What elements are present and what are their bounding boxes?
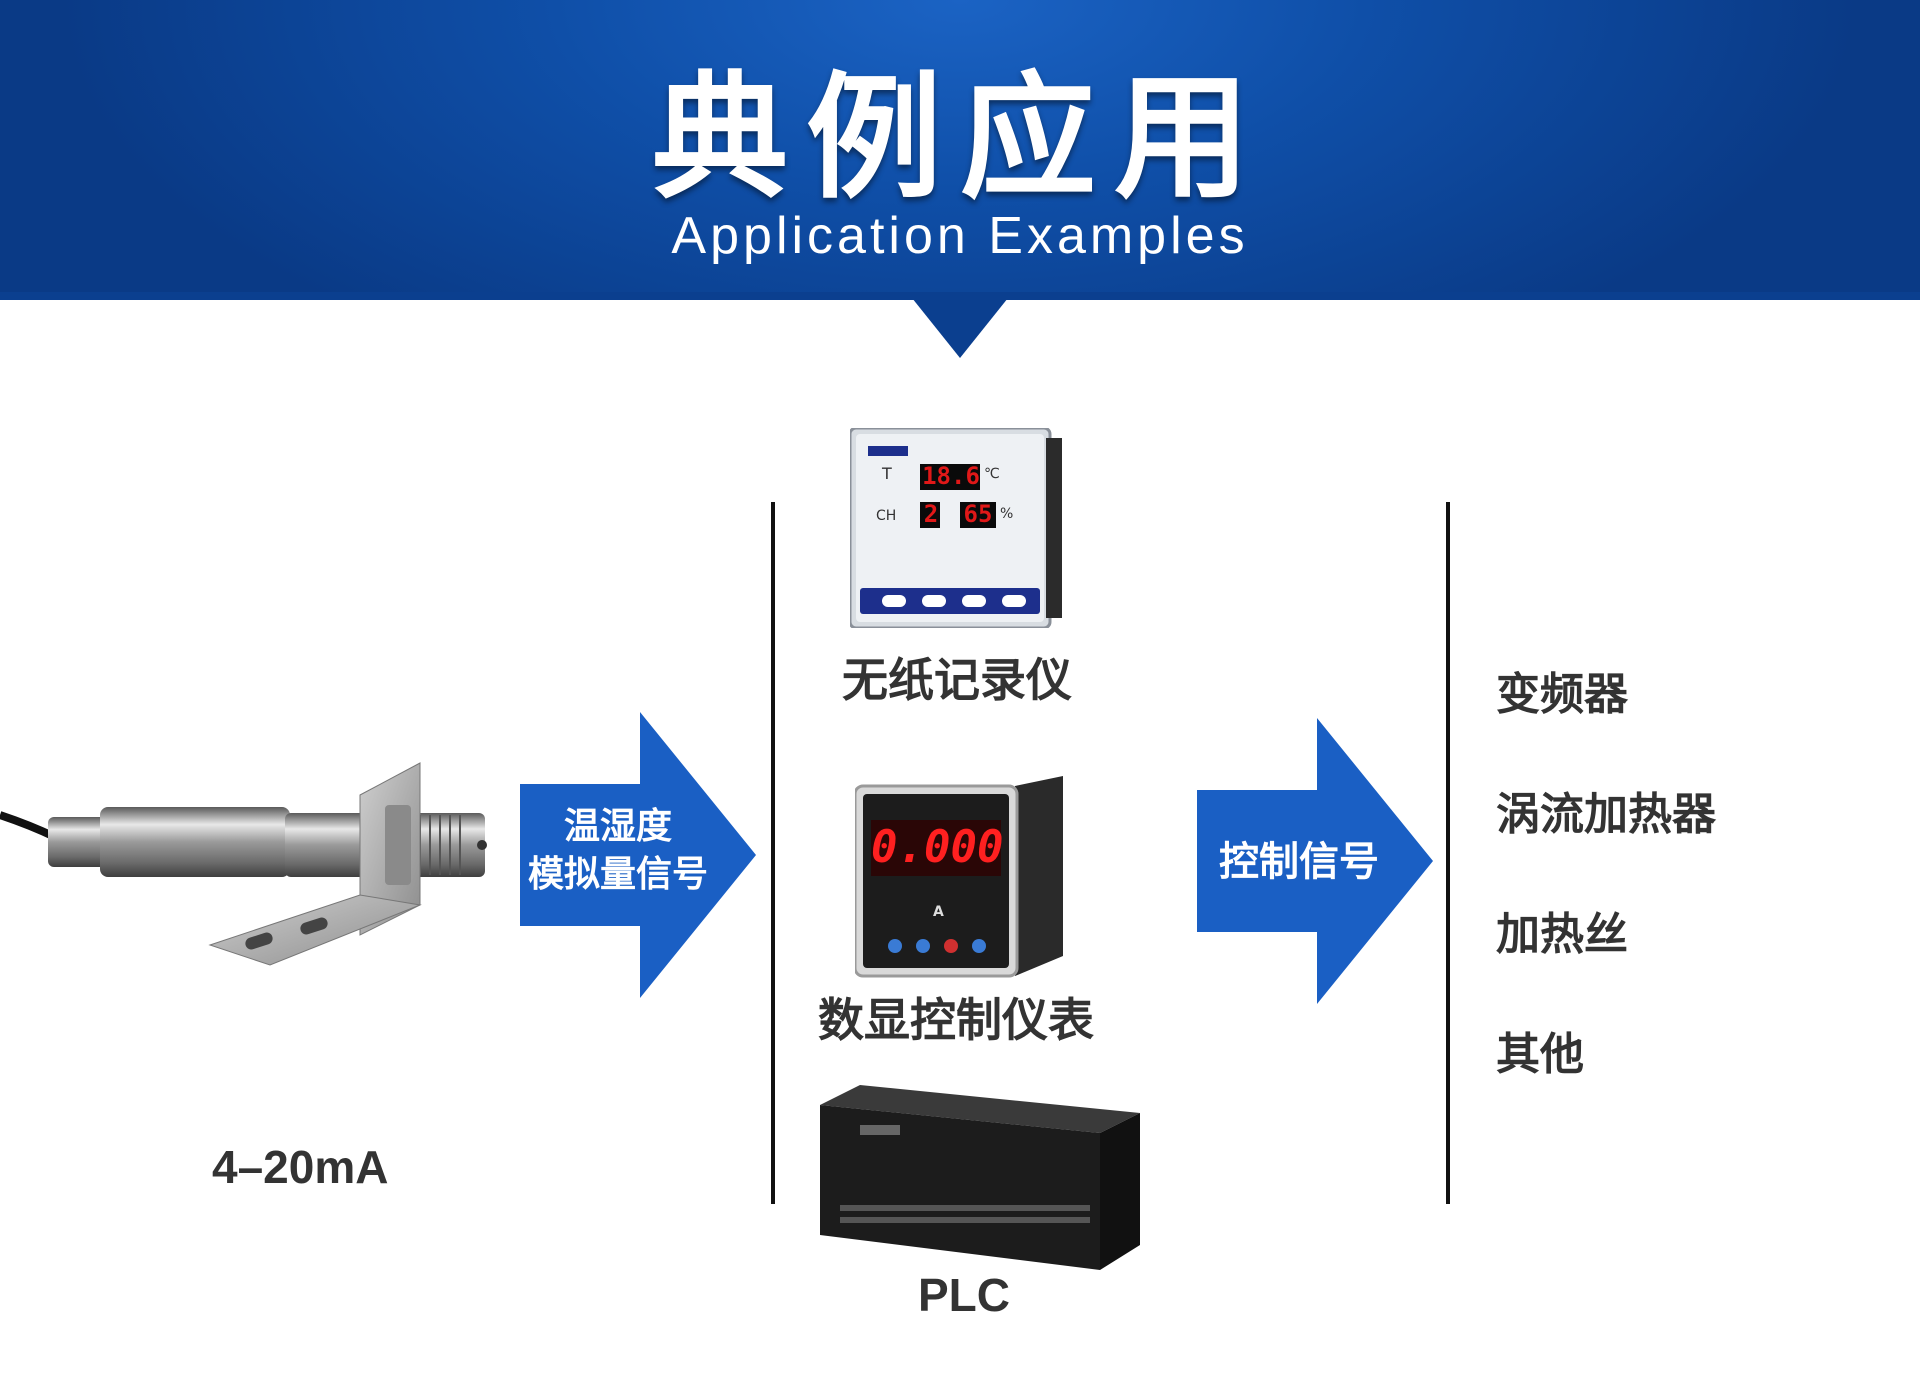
recorder-button-3 [962,595,986,607]
recorder-button-bar [860,588,1040,614]
plc-label: PLC [918,1269,1010,1321]
output-item-heating-wire: 加热丝 [1496,909,1628,960]
input-signal-arrow-shape [520,712,756,998]
recorder-button-1 [882,595,906,607]
control-signal-arrow-shape [1197,718,1433,1004]
recorder-row2-tag: CH [876,508,897,524]
digital-control-meter-image: 0.000 A [853,776,1070,981]
divider-left [771,502,775,1204]
output-item-inverter: 变频器 [1496,669,1628,720]
input-signal-arrow: 温湿度 模拟量信号 [520,712,756,998]
recorder-row2-unit: % [1000,506,1014,522]
page-subtitle: Application Examples [671,207,1249,265]
input-signal-label-line2: 模拟量信号 [527,854,708,895]
recorder-row1-unit: ℃ [984,466,1000,482]
recorder-row1-value: 18.6 [922,462,980,490]
meter-led-display: 0.000 [871,822,1004,873]
banner-pointer [912,298,1008,358]
recorder-row2b-value: 65 [963,500,993,528]
output-item-other: 其他 [1496,1029,1584,1080]
meter-unit: A [933,904,944,920]
plc-image [800,1085,1140,1270]
output-item-eddy-heater: 涡流加热器 [1496,789,1716,840]
control-signal-label: 控制信号 [1219,839,1379,885]
recorder-button-4 [1002,595,1026,607]
digital-meter-label: 数显控制仪表 [818,993,1094,1047]
sensor-output-label: 4–20mA [212,1141,389,1193]
recorder-button-2 [922,595,946,607]
paperless-recorder-image: T 18.6 ℃ CH 2 65 % [848,426,1065,630]
recorder-row2a-value: 2 [923,500,939,528]
header-banner: 典例应用 Application Examples [0,0,1920,300]
temperature-humidity-sensor-image [0,755,500,995]
paperless-recorder-label: 无纸记录仪 [842,653,1072,707]
input-signal-label-line1: 温湿度 [563,806,672,847]
page-title: 典例应用 [652,60,1268,218]
control-signal-arrow: 控制信号 [1197,718,1433,1004]
recorder-row1-tag: T [882,464,892,483]
divider-right [1446,502,1450,1204]
